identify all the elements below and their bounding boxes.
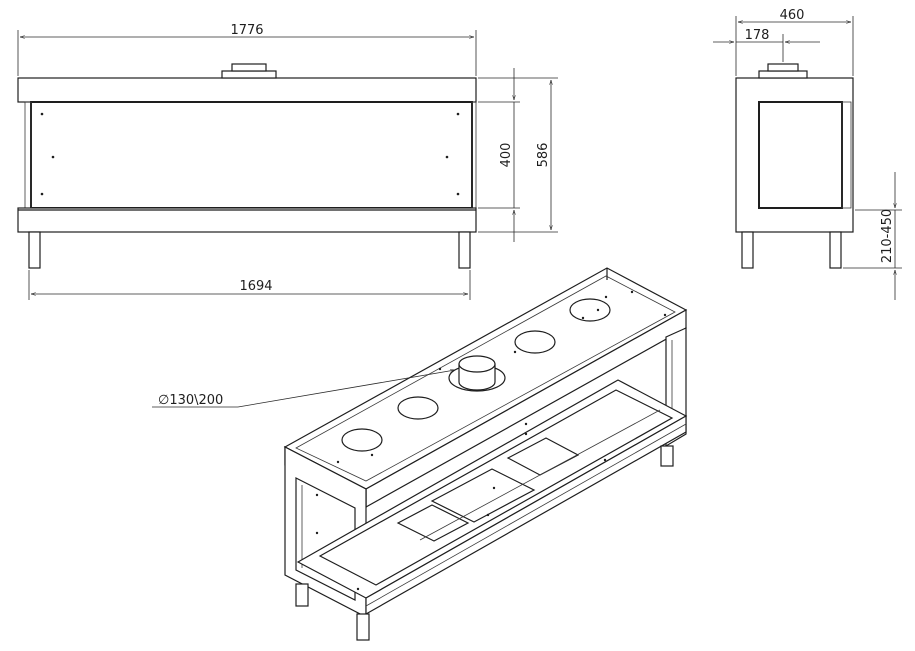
side-frame <box>841 101 852 209</box>
front-view: 1776 1694 400 586 <box>17 23 558 300</box>
iso-hole <box>569 298 611 322</box>
dim-flue-offset: 178 <box>745 28 770 43</box>
side-flue-pipe <box>767 63 799 72</box>
iso-leg <box>356 613 370 641</box>
side-flue-collar <box>758 70 808 79</box>
front-flue-collar <box>221 70 277 79</box>
iso-burner-box <box>430 468 536 523</box>
front-glass-panel <box>30 101 473 209</box>
iso-leg <box>660 445 674 467</box>
side-leg-left <box>741 231 754 269</box>
dim-flue-diameter: ∅130\200 <box>158 393 223 408</box>
iso-hole <box>514 330 556 354</box>
front-flue-pipe <box>231 63 267 72</box>
side-view: 460 178 210-450 <box>713 8 902 300</box>
screw-dot <box>456 192 460 196</box>
dim-total-width: 1776 <box>230 23 263 38</box>
dim-glass-height: 400 <box>499 143 514 168</box>
iso-hole <box>397 396 439 420</box>
iso-burner-box <box>506 437 580 476</box>
dim-bottom-width: 1694 <box>239 279 272 294</box>
isometric-view: ∅130\200 <box>152 267 688 641</box>
screw-dot <box>40 192 44 196</box>
front-top-housing <box>17 77 477 103</box>
front-leg-right <box>458 231 471 269</box>
iso-leg <box>295 583 309 607</box>
front-leg-left <box>28 231 41 269</box>
dim-total-height: 586 <box>536 143 551 168</box>
side-body <box>735 77 854 233</box>
iso-hole <box>341 428 383 452</box>
screw-dot <box>456 112 460 116</box>
dim-side-depth: 460 <box>780 8 805 23</box>
iso-burner-box <box>396 504 470 542</box>
front-bottom-housing <box>17 207 477 233</box>
dim-leg-height: 210-450 <box>880 209 895 263</box>
side-leg-right <box>829 231 842 269</box>
screw-dot <box>445 155 449 159</box>
screw-dot <box>51 155 55 159</box>
screw-dot <box>40 112 44 116</box>
